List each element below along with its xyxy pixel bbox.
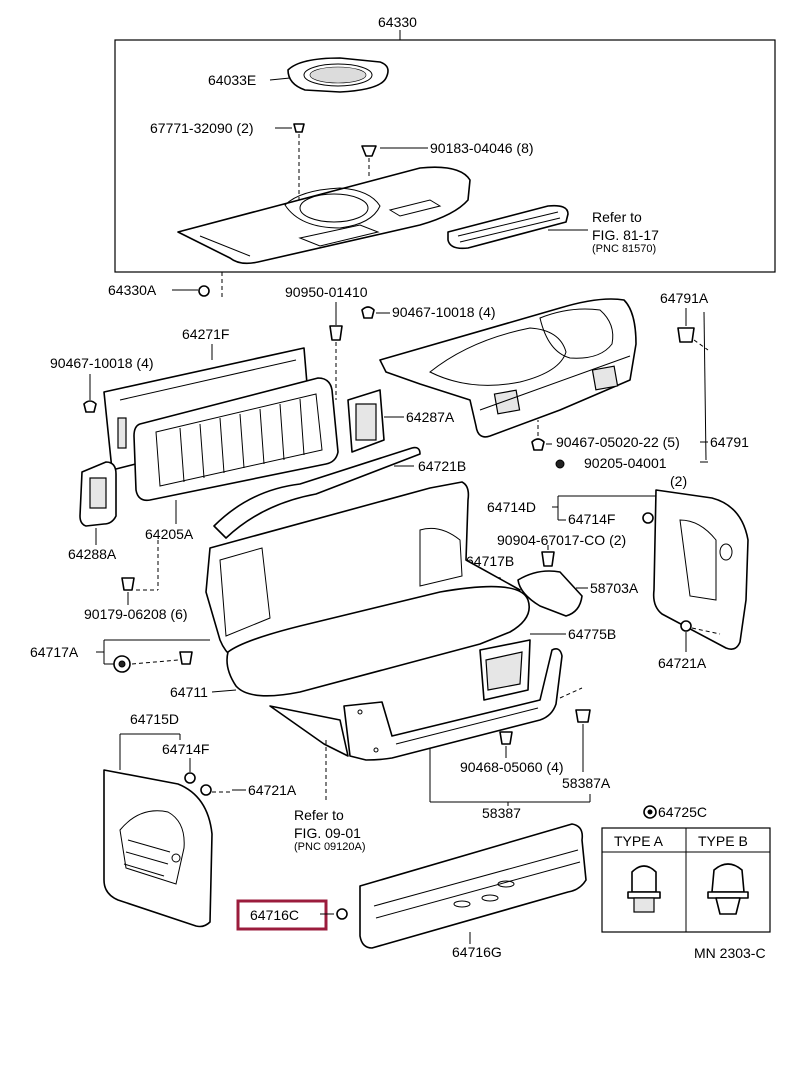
label-64717B[interactable]: 64717B: [466, 553, 514, 569]
label-90467-05020[interactable]: 90467-05020-22 (5): [556, 434, 680, 450]
refer1-line1[interactable]: Refer to: [592, 209, 642, 225]
refer2-line1[interactable]: Refer to: [294, 807, 344, 823]
clip-icon-58387A: [575, 709, 591, 723]
part-64715D: [103, 769, 213, 928]
clip-type-b-icon: [707, 863, 749, 915]
fastener-icon-64714F: [642, 512, 654, 524]
part-64033E: [287, 57, 389, 93]
label-90205[interactable]: 90205-04001: [584, 455, 667, 471]
label-90179[interactable]: 90179-06208 (6): [84, 606, 188, 622]
part-64716G: [359, 823, 587, 949]
label-90468[interactable]: 90468-05060 (4): [460, 759, 564, 775]
label-58703A[interactable]: 58703A: [590, 580, 639, 596]
label-90467-top[interactable]: 90467-10018 (4): [392, 304, 496, 320]
label-64330[interactable]: 64330: [378, 14, 417, 30]
clip-icon-90183: [361, 145, 377, 157]
clip-icon-90950: [329, 325, 343, 341]
label-2a: (2): [670, 473, 687, 489]
trunk-inner-panel: [379, 298, 637, 438]
label-64725C[interactable]: 64725C: [658, 804, 707, 820]
stop-lamp-ref: [447, 204, 569, 250]
refer2-line3: (PNC 09120A): [294, 841, 366, 853]
assembly-box-64330: [114, 39, 776, 273]
label-64288A[interactable]: 64288A: [68, 546, 117, 562]
highlight-box-64716C: [236, 899, 328, 931]
label-64721B[interactable]: 64721B: [418, 458, 466, 474]
label-58387[interactable]: 58387: [482, 805, 521, 821]
label-58387A[interactable]: 58387A: [562, 775, 611, 791]
label-64271F[interactable]: 64271F: [182, 326, 229, 342]
fastener-icon: [198, 285, 210, 297]
label-64205A[interactable]: 64205A: [145, 526, 194, 542]
type-a-label: TYPE A: [614, 833, 664, 849]
label-64716G[interactable]: 64716G: [452, 944, 502, 960]
fastener-icon-64714F-left: [184, 772, 196, 784]
part-64288A: [79, 461, 117, 527]
label-67771[interactable]: 67771-32090 (2): [150, 120, 254, 136]
label-90904[interactable]: 90904-67017-CO (2): [497, 532, 626, 548]
part-64775B: [479, 639, 531, 701]
label-64775B[interactable]: 64775B: [568, 626, 616, 642]
label-64033E[interactable]: 64033E: [208, 72, 256, 88]
package-tray: [177, 166, 471, 265]
label-90183[interactable]: 90183-04046 (8): [430, 140, 534, 156]
label-64791A[interactable]: 64791A: [660, 290, 709, 306]
set-symbol-inner: [647, 809, 653, 815]
part-64711-floor-mat: [226, 585, 530, 697]
label-90467-left[interactable]: 90467-10018 (4): [50, 355, 154, 371]
label-64287A[interactable]: 64287A: [406, 409, 455, 425]
grommet-center: [118, 660, 126, 668]
clip-type-a-icon: [627, 865, 661, 913]
diagram-code: MN 2303-C: [694, 945, 766, 961]
set-symbol-icon: [643, 805, 657, 819]
refer1-line3: (PNC 81570): [592, 243, 656, 255]
part-64205A: [133, 377, 339, 502]
label-90950[interactable]: 90950-01410: [285, 284, 368, 300]
label-64717A[interactable]: 64717A: [30, 644, 79, 660]
clip-icon: [293, 123, 305, 133]
type-b-label: TYPE B: [698, 833, 748, 849]
clip-icon-90468: [499, 731, 513, 745]
clip-icon-64717A: [179, 651, 193, 665]
label-64714F-right[interactable]: 64714F: [568, 511, 615, 527]
clip-icon-90467left: [83, 400, 97, 413]
refer1-line2[interactable]: FIG. 81-17: [592, 227, 659, 243]
label-64714D[interactable]: 64714D: [487, 499, 536, 515]
part-58387-lower: [269, 705, 349, 757]
label-64330A[interactable]: 64330A: [108, 282, 157, 298]
label-64721A-right[interactable]: 64721A: [658, 655, 707, 671]
clip-icon-64791A: [677, 327, 695, 343]
label-64716C[interactable]: 64716C: [250, 907, 299, 923]
part-64721B: [213, 446, 421, 539]
label-64715D[interactable]: 64715D: [130, 711, 179, 727]
part-58387-rear-trim: [343, 648, 563, 761]
part-64287A: [347, 389, 385, 453]
nut-icon: [555, 459, 565, 469]
trunk-side-trim-right: [652, 489, 749, 650]
refer2-line2[interactable]: FIG. 09-01: [294, 825, 361, 841]
clip-icon-90467top: [361, 306, 375, 319]
clip-icon-90179: [121, 577, 135, 591]
fastener-icon-64721A-right: [680, 620, 692, 632]
clip-icon-90904: [541, 551, 555, 567]
label-64791[interactable]: 64791: [710, 434, 749, 450]
part-58703A: [517, 570, 583, 617]
label-64721A-left[interactable]: 64721A: [248, 782, 297, 798]
clip-icon-90467-05020: [531, 438, 545, 451]
fastener-icon-64716C: [336, 908, 348, 920]
fastener-icon-64721A-left: [200, 784, 212, 796]
label-64714F-left[interactable]: 64714F: [162, 741, 209, 757]
label-64711[interactable]: 64711: [170, 684, 208, 700]
